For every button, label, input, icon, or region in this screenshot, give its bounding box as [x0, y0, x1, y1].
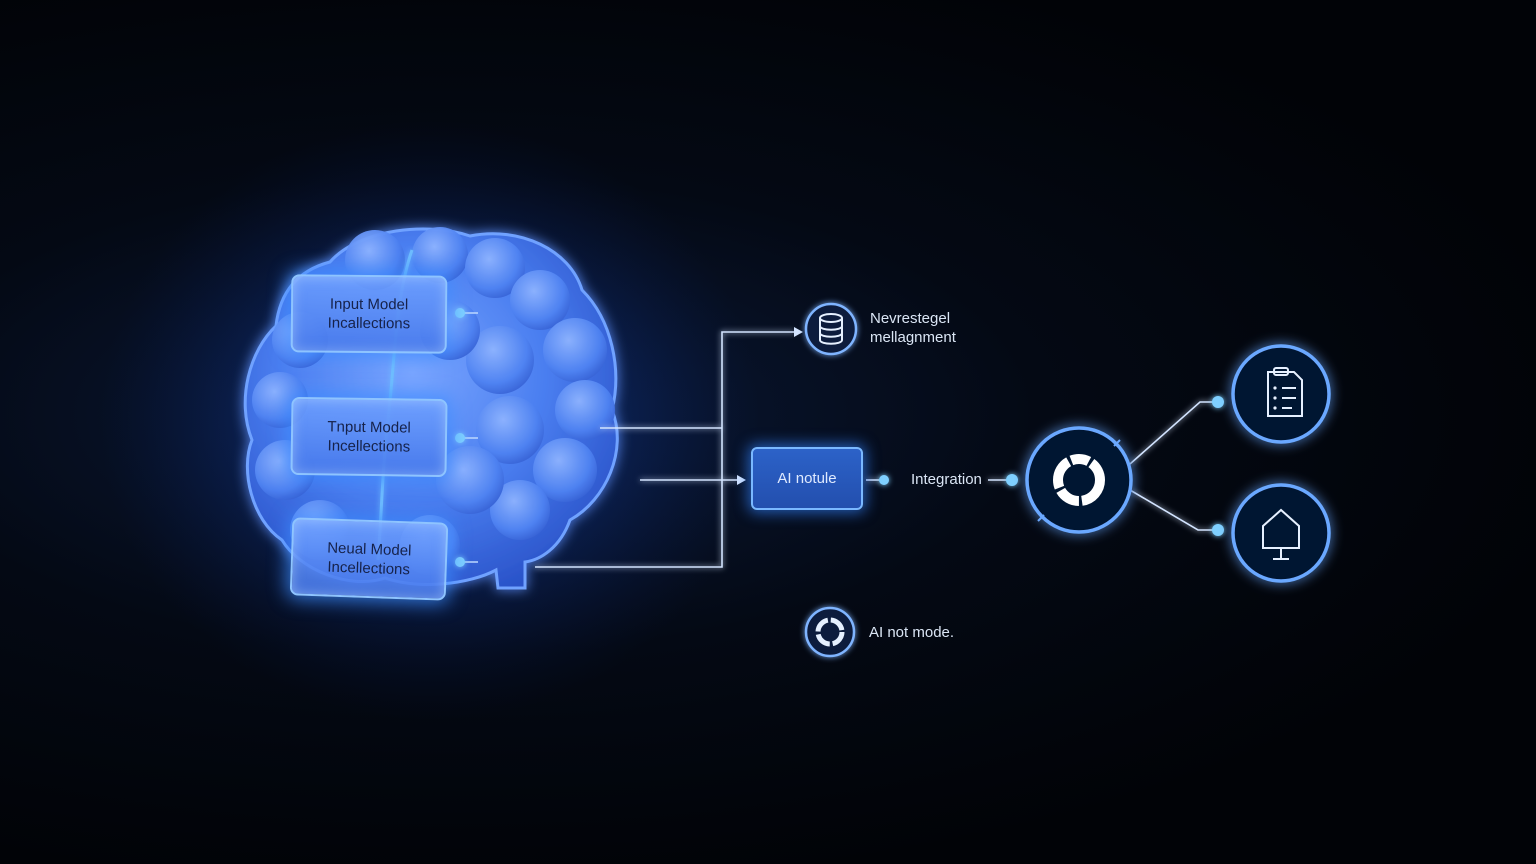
bottom-node-label: AI not mode. — [869, 624, 955, 641]
donut-icon — [804, 606, 856, 658]
brain-label-line2: Incallections — [327, 314, 411, 333]
arrow-heads — [737, 327, 803, 485]
ai-module-label: AI notule — [777, 470, 837, 487]
brain-label-input-model: Input Model Incallections — [290, 274, 448, 354]
top-node-label-line2: mellagnment — [870, 329, 956, 346]
brain-label-line2: Incellections — [327, 437, 411, 456]
brain-connector-dots — [455, 308, 465, 567]
ai-module-box: AI notule — [751, 447, 863, 510]
brain-label-line1: Tnput Model — [327, 418, 411, 437]
brain-label-line2: Incellections — [327, 558, 411, 579]
top-node-label: Nevrestegel mellagnment — [870, 309, 956, 347]
database-icon — [804, 302, 858, 356]
brain-label-neual-model: Neual Model Incellections — [289, 517, 449, 601]
top-node-label-line1: Nevrestegel — [870, 310, 951, 327]
integration-label: Integration — [911, 471, 982, 488]
flow-dots — [879, 396, 1224, 536]
brain-label-tnput-model: Tnput Model Incellections — [290, 396, 448, 478]
brain-label-line1: Input Model — [329, 295, 409, 314]
donut-ring-icon — [1025, 426, 1133, 534]
house-monitor-icon — [1231, 483, 1331, 583]
clipboard-list-icon — [1231, 344, 1331, 444]
